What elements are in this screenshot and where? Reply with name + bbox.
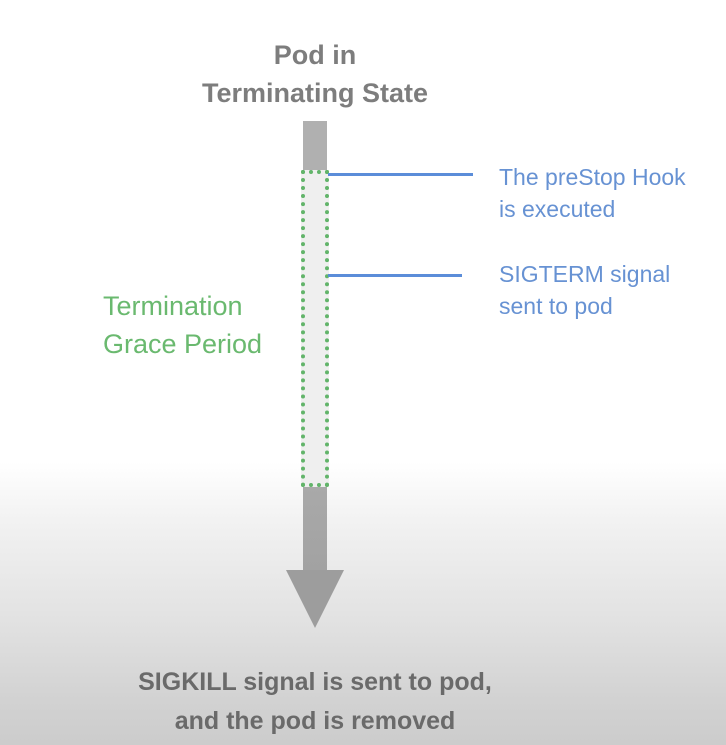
grace-period-label: Termination Grace Period (103, 287, 262, 363)
sigterm-connector-line (328, 274, 462, 277)
grace-period-box (301, 170, 329, 487)
title-line-2: Terminating State (201, 78, 429, 108)
prestop-label-line-2: is executed (499, 196, 616, 222)
prestop-connector-line (328, 173, 473, 176)
sigterm-label-line-1: SIGTERM signal (499, 261, 671, 287)
sigkill-final-label: SIGKILL signal is sent to pod, and the p… (80, 663, 550, 741)
diagram-title: Pod in Terminating State (165, 36, 465, 112)
prestop-hook-label: The preStop Hook is executed (499, 161, 686, 225)
grace-label-line-1: Termination (103, 291, 243, 321)
title-line-1: Pod in (273, 40, 357, 70)
sigterm-label-line-2: sent to pod (499, 293, 613, 319)
arrow-down-icon (286, 570, 344, 628)
final-label-line-2: and the pod is removed (174, 707, 456, 735)
final-label-line-1: SIGKILL signal is sent to pod, (138, 668, 492, 696)
sigterm-label: SIGTERM signal sent to pod (499, 258, 670, 322)
prestop-label-line-1: The preStop Hook (499, 164, 686, 190)
timeline-shaft-bottom (303, 487, 327, 571)
timeline-shaft-top (303, 121, 327, 173)
grace-label-line-2: Grace Period (103, 329, 263, 359)
